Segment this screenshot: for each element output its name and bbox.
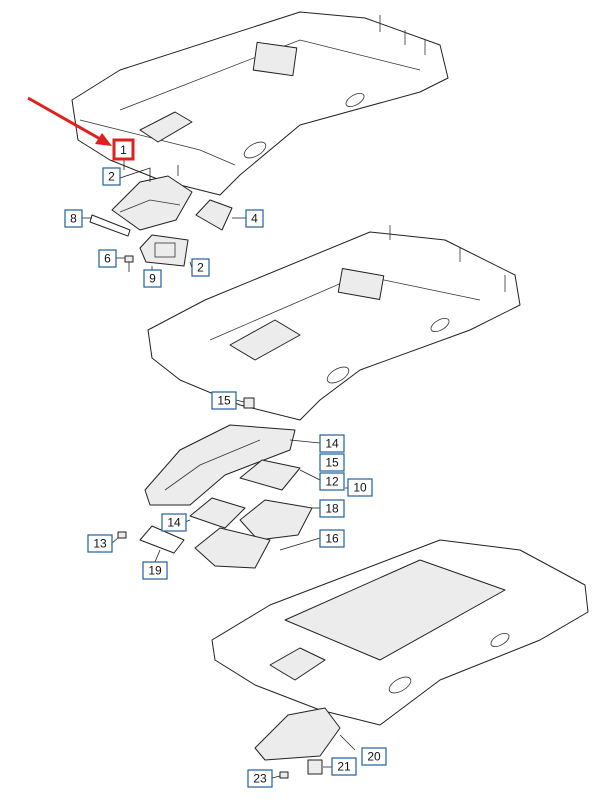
callout-label-23: 23 (247, 769, 273, 788)
callout-label-13: 13 (87, 534, 113, 553)
callout-text-6: 6 (104, 252, 111, 266)
callout-label-6: 6 (98, 249, 117, 268)
leader-lines (82, 160, 356, 779)
callout-text-14b: 14 (167, 516, 181, 530)
callout-label-18: 18 (319, 499, 345, 518)
callout-text-8: 8 (70, 212, 77, 226)
callout-text-15b: 15 (325, 456, 339, 470)
callout-label-1: 1 (112, 138, 135, 161)
module-part-9 (139, 234, 189, 267)
callout-label-10: 10 (347, 478, 373, 497)
cover-part-12 (239, 459, 301, 491)
callout-text-1: 1 (120, 143, 127, 157)
callout-label-19: 19 (142, 561, 168, 580)
screw-part-23 (279, 771, 289, 779)
clip-part-21 (307, 759, 323, 775)
headliner-bottom (211, 539, 589, 726)
console-part-20 (254, 707, 341, 761)
clip-part-4 (195, 199, 233, 231)
headliner-middle (147, 225, 521, 421)
tray-part-16 (194, 527, 271, 569)
callout-text-4: 4 (251, 212, 258, 226)
callout-label-9: 9 (143, 269, 162, 288)
strip-part-8 (89, 214, 131, 237)
callout-label-8: 8 (64, 209, 83, 228)
callout-label-21: 21 (331, 757, 357, 776)
cover-part-14 (189, 497, 246, 529)
clip-part-15 (243, 397, 255, 409)
callout-label-20: 20 (361, 747, 387, 766)
callout-text-16: 16 (325, 532, 339, 546)
console-frame-top (111, 175, 193, 231)
callout-text-9: 9 (149, 272, 156, 286)
tray-part-18 (239, 499, 313, 541)
callout-text-18: 18 (325, 502, 339, 516)
callout-text-15a: 15 (217, 394, 231, 408)
callout-text-10: 10 (353, 481, 367, 495)
callout-text-2a: 2 (108, 170, 115, 184)
strip-part-19 (139, 525, 185, 554)
console-main-middle (144, 424, 296, 506)
callout-label-4: 4 (245, 209, 264, 228)
callout-label-2b: 2 (191, 258, 210, 277)
callout-text-23: 23 (253, 772, 267, 786)
headliner-top (71, 11, 449, 196)
red-arrow-pointer (27, 96, 112, 146)
callout-text-20: 20 (367, 750, 381, 764)
callout-text-21: 21 (337, 760, 351, 774)
callout-label-15a: 15 (211, 391, 237, 410)
callout-text-19: 19 (148, 564, 162, 578)
callout-text-13: 13 (93, 537, 107, 551)
callout-label-14a: 14 (319, 434, 345, 453)
screw-part-6 (124, 255, 134, 272)
callout-label-16: 16 (319, 529, 345, 548)
callout-text-12: 12 (325, 475, 339, 489)
callout-text-2b: 2 (197, 261, 204, 275)
callout-label-12: 12 (319, 472, 345, 491)
callout-label-14b: 14 (161, 513, 187, 532)
callout-label-2a: 2 (102, 167, 121, 186)
callout-text-14a: 14 (325, 437, 339, 451)
screw-part-13 (117, 531, 127, 539)
callout-label-15b: 15 (319, 453, 345, 472)
